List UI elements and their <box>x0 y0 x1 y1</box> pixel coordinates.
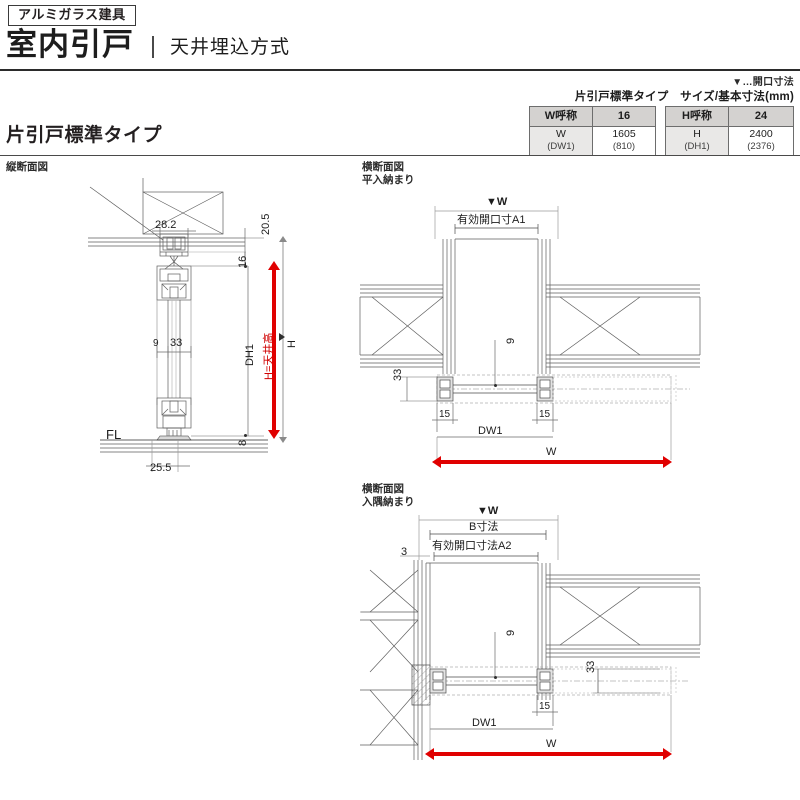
h-open-arrow-icon <box>279 333 285 341</box>
label-left-3: 3 <box>401 546 408 558</box>
corner-section-caption-2: 入隅納まり <box>362 496 415 508</box>
red-arrow-left-icon-flat <box>432 456 441 468</box>
table-row: W (DW1) 1605 (810) H (DH1) 2400 (2376) <box>529 126 794 156</box>
h-head-cell: H呼称 <box>665 106 729 127</box>
flat-section-caption-1: 横断面図 <box>362 161 404 173</box>
h-subdim: (2376) <box>747 141 775 152</box>
h-extent-bottom-marker <box>279 437 287 443</box>
label-dw1-corner: DW1 <box>472 717 497 729</box>
label-jamb-left-15: 15 <box>439 409 451 420</box>
dim-point-9-flat <box>494 384 497 387</box>
label-w-total-flat: W <box>546 446 557 458</box>
label-b-dim: B寸法 <box>469 521 499 533</box>
label-h-open: H <box>286 340 298 348</box>
label-gap-9-corner: 9 <box>505 629 517 636</box>
label-top-width: 28.2 <box>155 219 177 231</box>
h-label: H <box>693 128 701 140</box>
label-w-total-corner: W <box>546 738 557 750</box>
category-badge: アルミガラス建具 <box>8 5 136 26</box>
red-arrow-shaft-vertical <box>272 269 276 430</box>
h-value-cell: 24 <box>728 106 794 127</box>
dim-point-bottom <box>244 434 247 437</box>
label-rail-16: 16 <box>237 255 249 268</box>
size-table-caption: 片引戸標準タイプ サイズ/基本寸法(mm) <box>574 91 794 103</box>
flat-section-caption-2: 平入納まり <box>362 174 415 186</box>
page-subtitle: 天井埋込方式 <box>170 37 291 58</box>
vertical-section-caption: 縦断面図 <box>6 161 48 173</box>
label-depth-33-corner: 33 <box>585 660 597 673</box>
w-dim-cell: 1605 (810) <box>592 126 656 156</box>
size-table: W呼称 16 H呼称 24 W (DW1) 1605 (810) H (DH1)… <box>529 106 794 156</box>
w-label: W <box>556 128 566 140</box>
label-base-depth: 25.5 <box>150 462 172 474</box>
label-gap-9-flat: 9 <box>505 337 517 344</box>
opening-dimension-note: ▼…開口寸法 <box>732 77 794 88</box>
label-panel-33: 33 <box>170 337 183 349</box>
label-w-open-flat: ▼W <box>486 196 508 208</box>
w-label-cell: W (DW1) <box>529 126 593 156</box>
corner-section-caption-1: 横断面図 <box>362 483 404 495</box>
section-title: 片引戸標準タイプ <box>6 125 163 146</box>
label-jamb-15-corner: 15 <box>539 701 551 712</box>
w-dim: 1605 <box>612 128 636 140</box>
label-floor-line: FL <box>106 427 122 442</box>
h-dim: 2400 <box>749 128 773 140</box>
title-separator <box>152 36 154 58</box>
h-dim-cell: 2400 (2376) <box>728 126 794 156</box>
label-head-gap: 20.5 <box>260 213 272 235</box>
page-title: 室内引戸 <box>6 27 134 62</box>
section-divider <box>0 155 800 157</box>
w-sublabel: (DW1) <box>547 141 575 152</box>
table-row: W呼称 16 H呼称 24 <box>529 106 794 127</box>
label-panel-9: 9 <box>153 338 159 349</box>
red-arrow-up-icon <box>268 261 280 270</box>
red-arrow-shaft-flat <box>440 460 664 464</box>
w-value-cell: 16 <box>592 106 656 127</box>
label-depth-33-flat: 33 <box>392 368 404 381</box>
label-effective-opening-a2: 有効開口寸法A2 <box>432 540 512 552</box>
red-arrow-shaft-corner <box>433 752 664 756</box>
dim-point-16 <box>244 265 247 268</box>
h-label-cell: H (DH1) <box>665 126 729 156</box>
label-jamb-right-15: 15 <box>539 409 551 420</box>
w-subdim: (810) <box>612 141 636 152</box>
red-arrow-left-icon-corner <box>425 748 434 760</box>
label-dh1: DH1 <box>244 343 256 366</box>
label-bottom-8: 8 <box>237 439 249 446</box>
h-extent-top-marker <box>279 236 287 242</box>
title-row: 室内引戸 天井埋込方式 <box>6 28 290 62</box>
red-arrow-right-icon-flat <box>663 456 672 468</box>
h-sublabel: (DH1) <box>684 141 710 152</box>
label-dw1-flat: DW1 <box>478 425 503 437</box>
label-w-open-corner: ▼W <box>477 505 499 517</box>
w-head-cell: W呼称 <box>529 106 593 127</box>
table-spacer <box>655 126 666 156</box>
table-spacer <box>655 106 666 127</box>
label-effective-opening-a1: 有効開口寸A1 <box>457 214 526 226</box>
red-arrow-right-icon-corner <box>663 748 672 760</box>
dim-point-9-corner <box>494 676 497 679</box>
red-arrow-down-icon <box>268 430 280 439</box>
header-divider <box>0 69 800 71</box>
